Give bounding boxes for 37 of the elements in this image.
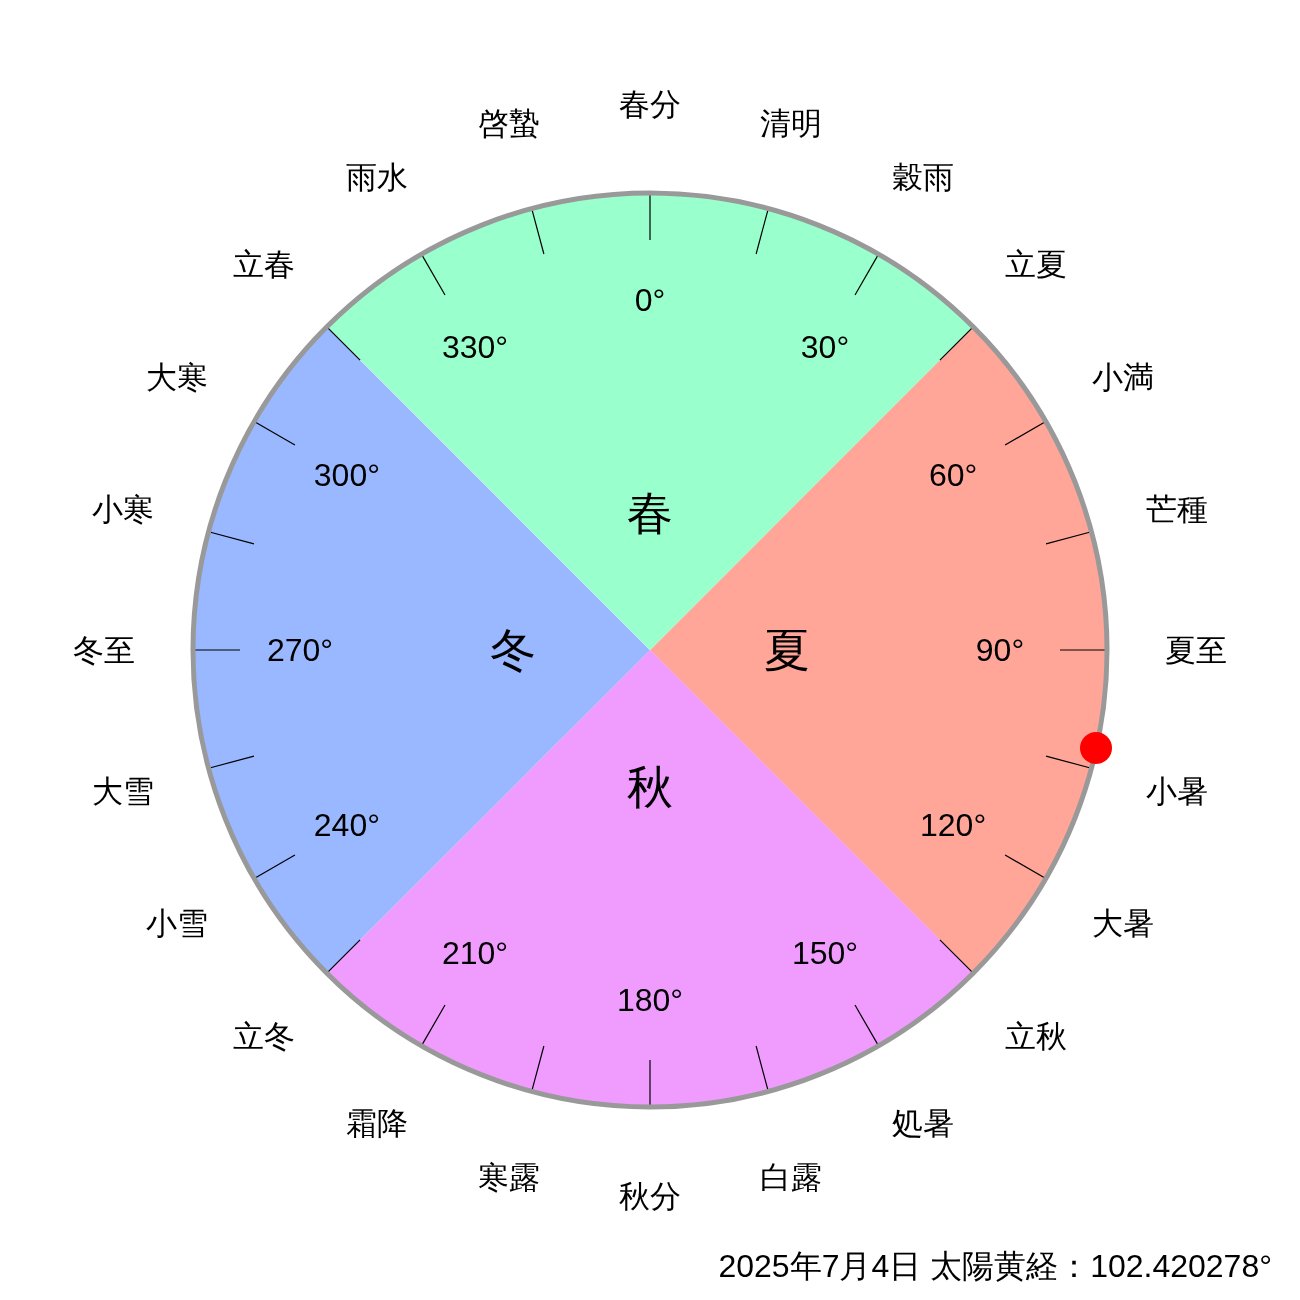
- solar-term-label: 立夏: [1005, 248, 1068, 280]
- solar-term-label: 立春: [232, 248, 295, 280]
- degree-label: 0°: [634, 284, 666, 316]
- solar-term-label: 大雪: [91, 775, 154, 807]
- solar-term-label: 秋分: [619, 1180, 681, 1212]
- degree-label: 150°: [791, 937, 859, 970]
- solar-term-label: 大暑: [1091, 907, 1154, 939]
- degree-label: 210°: [441, 937, 509, 970]
- solar-term-label: 小雪: [146, 907, 209, 939]
- solar-term-label: 冬至: [73, 634, 135, 666]
- degree-label: 30°: [800, 330, 850, 363]
- solar-term-label: 小寒: [91, 493, 154, 525]
- degree-label: 90°: [975, 634, 1025, 666]
- season-name: 春: [627, 490, 673, 536]
- solar-term-label: 芒種: [1146, 493, 1209, 525]
- solar-term-label: 立秋: [1005, 1020, 1068, 1052]
- solar-term-label: 夏至: [1165, 634, 1227, 666]
- degree-label: 60°: [928, 459, 978, 491]
- caption: 2025年7月4日 太陽黄経：102.420278°: [718, 1250, 1272, 1282]
- solar-term-label: 大寒: [146, 361, 209, 393]
- degree-label: 120°: [920, 809, 987, 841]
- solar-term-label: 小暑: [1146, 775, 1209, 807]
- degree-label: 270°: [266, 634, 334, 666]
- solar-term-label: 小満: [1091, 361, 1154, 393]
- season-name: 冬: [490, 627, 536, 673]
- solar-term-label: 春分: [619, 88, 681, 120]
- solar-term-label: 啓蟄: [477, 107, 540, 139]
- solar-term-label: 白露: [760, 1161, 823, 1193]
- season-name: 秋: [627, 764, 673, 810]
- solar-term-label: 立冬: [232, 1020, 295, 1052]
- solar-term-label: 清明: [760, 107, 823, 139]
- degree-label: 330°: [441, 330, 509, 363]
- degree-label: 180°: [616, 984, 684, 1016]
- degree-label: 300°: [313, 459, 380, 491]
- degree-label: 240°: [313, 809, 380, 841]
- season-name: 夏: [764, 627, 810, 673]
- solar-term-label: 寒露: [477, 1161, 540, 1193]
